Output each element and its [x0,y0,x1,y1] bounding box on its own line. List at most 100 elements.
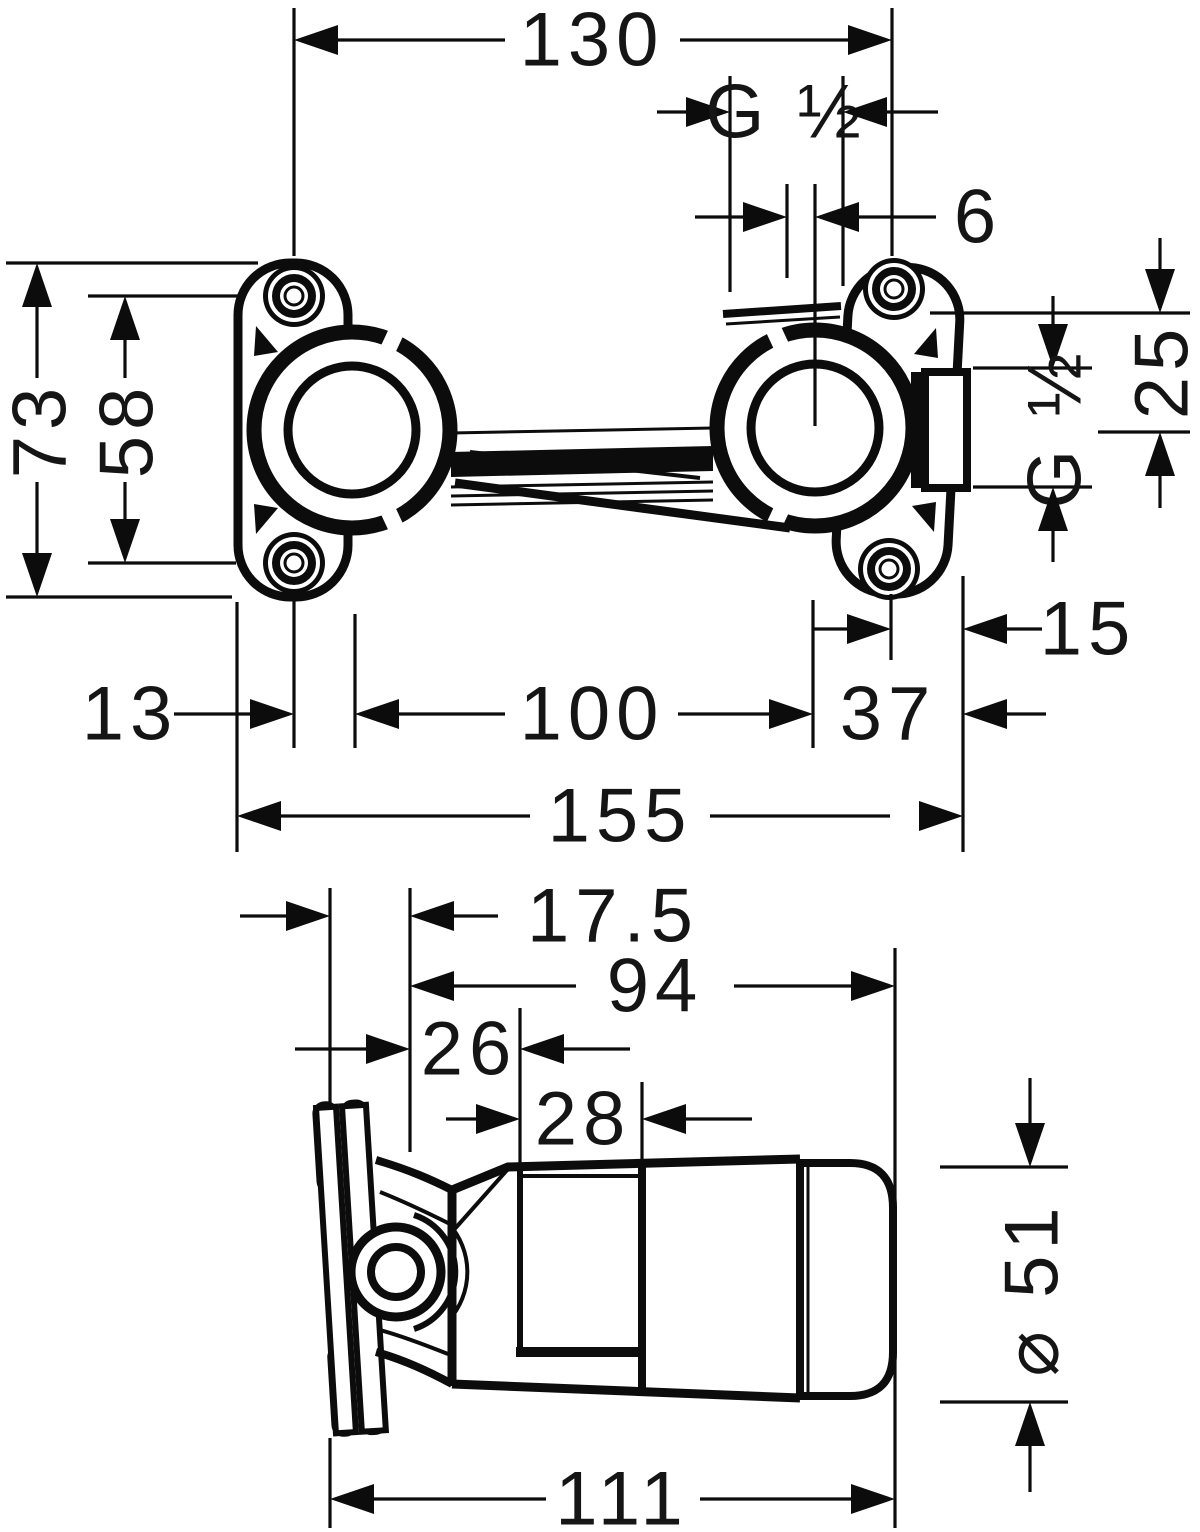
arrowhead [851,971,895,1001]
backplate-edge-inner [725,315,841,326]
arrowhead [848,25,892,55]
arrowhead [410,971,454,1001]
dim-label-130: 130 [520,0,665,83]
funnel-edge [374,1156,454,1194]
cylinder-cap [796,1159,897,1400]
arrowhead [815,202,859,232]
arrowhead [686,97,730,127]
dimension-73: 73 [0,261,258,599]
arrowhead [110,296,140,340]
connecting-bar [450,426,791,533]
dim-label-58: 58 [85,382,170,479]
funnel-edge-inner [379,1328,449,1356]
arrowhead [769,699,813,729]
right-flange [709,258,971,600]
dim-label-13: 13 [82,672,179,757]
dim-label-26: 26 [421,1007,518,1092]
arrowhead [286,901,330,931]
side-view: 17.5 94 26 28 [240,874,1075,1532]
arrowhead [355,699,399,729]
arrowhead [963,699,1007,729]
bar-diagonal [469,450,701,480]
backplate-edge [722,302,842,318]
dim-label-15: 15 [1040,587,1137,672]
arrowhead [642,1104,686,1134]
arrowhead [963,614,1007,644]
screw-boss-bottom-left [263,532,325,594]
arrowhead [919,801,963,831]
dimension-94: 94 [410,944,897,1528]
dimension-155: 155 [237,774,963,859]
screw-boss-top-right [863,258,925,320]
dim-label-g12-side: G ½ [1013,347,1098,509]
arrowhead [1015,1123,1045,1167]
dim-label-73: 73 [0,382,83,479]
dimension-58: 58 [85,294,246,565]
arrowhead [1038,324,1068,368]
dimension-28: 28 [446,1077,752,1162]
body-profile [374,1154,897,1403]
arrowhead [1015,1402,1045,1446]
arrowhead [476,1104,520,1134]
dim-label-g12-top: G ½ [705,70,867,155]
arrowhead [330,1484,374,1514]
arrowhead [237,801,281,831]
web-rib [254,504,278,534]
plate-strip [312,1103,360,1437]
bar-diagonal-thick [454,478,791,533]
boss-bore [367,1243,425,1301]
dimension-111: 111 [328,1438,895,1532]
web-rib [914,328,938,358]
arrowhead [366,1034,410,1064]
dimension-6: 6 [695,175,1002,426]
funnel-edge-inner [379,1190,451,1226]
dim-label-94: 94 [607,944,704,1029]
dim-label-diameter-51: ⌀ 51 [990,1201,1075,1376]
front-view: 130 G ½ 6 [0,0,1200,859]
dim-label-17-5: 17.5 [527,874,699,959]
arrowhead [843,97,887,127]
dimension-g12-top: G ½ [657,70,938,292]
arrowhead [520,1034,564,1064]
dimension-130: 130 [292,0,894,256]
screw-boss-top-left [263,265,325,327]
body-bottom-edge [451,1379,801,1403]
screw-boss-bottom-right [858,538,920,600]
dim-label-6: 6 [954,175,1002,260]
ring-notch [766,325,790,353]
arrowhead [22,263,52,307]
connection-boss [346,1212,470,1332]
dimension-diameter-51: ⌀ 51 [940,1078,1075,1492]
arrowhead [22,553,52,597]
chamfer-line [450,1167,510,1234]
dimension-25: 25 [930,238,1200,508]
dim-label-111: 111 [555,1457,689,1532]
ring-notch [380,505,404,533]
arrowhead [847,614,891,644]
arrowhead [1145,432,1175,476]
body-top-edge [450,1154,801,1195]
dimension-17-5: 17.5 [240,874,699,1152]
ring-notch [380,327,404,355]
left-flange [233,258,458,602]
dim-label-25: 25 [1120,323,1200,420]
arrowhead [294,25,338,55]
web-rib [254,326,278,356]
arrowhead [1038,487,1068,531]
funnel-edge [374,1348,454,1388]
arrowhead [1145,269,1175,313]
arrowhead [743,202,787,232]
left-ring-bore [283,361,421,499]
dim-label-37: 37 [840,672,937,757]
dim-label-28: 28 [535,1077,632,1162]
arrowhead [410,901,454,931]
arrowhead [110,519,140,563]
dimension-26: 26 [295,1007,630,1170]
dim-label-155: 155 [548,774,693,859]
dimension-g12-side: G ½ [973,296,1098,562]
outlet-tab [921,368,971,492]
dim-label-100: 100 [520,672,665,757]
wall-plate [312,1099,390,1437]
